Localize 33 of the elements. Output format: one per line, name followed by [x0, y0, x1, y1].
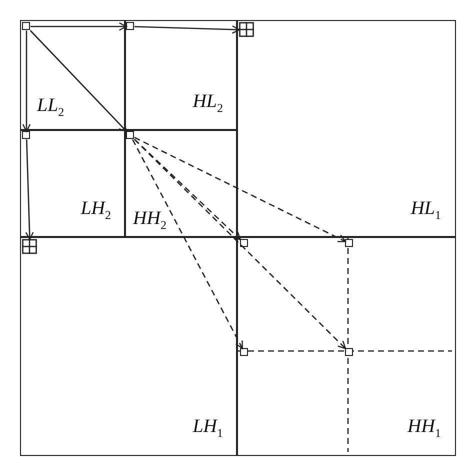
subband-region — [124, 129, 238, 238]
coefficient-square — [240, 239, 248, 247]
subband-label: LH$_{1}$ — [192, 416, 223, 441]
subband-label: LH$_{2}$ — [80, 198, 111, 223]
coefficient-square — [345, 239, 353, 247]
subband-label: HL$_{1}$ — [410, 198, 441, 223]
subband-region — [236, 236, 456, 456]
subband-label: HL$_{2}$ — [192, 91, 223, 116]
arrow — [134, 138, 242, 240]
coefficient-square — [22, 131, 30, 139]
arrow — [134, 139, 346, 350]
coefficient-square — [126, 22, 134, 30]
arrow — [30, 30, 128, 132]
coefficient-square — [22, 22, 30, 30]
subband-region — [236, 20, 456, 238]
subband-label: HH$_{1}$ — [408, 416, 441, 441]
coefficient-square — [345, 348, 353, 356]
arrow — [30, 22, 128, 31]
arrow — [25, 139, 34, 240]
subband-label: LL$_{2}$ — [37, 95, 64, 120]
grid-marker-icon — [239, 22, 254, 37]
arrow — [134, 25, 240, 34]
subband-region — [20, 20, 126, 131]
arrow — [22, 30, 31, 132]
subband-label: HH$_{2}$ — [133, 208, 166, 233]
subband-region — [20, 236, 238, 456]
subband-region — [20, 129, 126, 238]
arrow — [132, 139, 243, 350]
subband-region — [124, 20, 238, 131]
arrow — [134, 136, 346, 242]
grid-marker-icon — [22, 239, 37, 254]
coefficient-square — [126, 131, 134, 139]
coefficient-square — [240, 348, 248, 356]
